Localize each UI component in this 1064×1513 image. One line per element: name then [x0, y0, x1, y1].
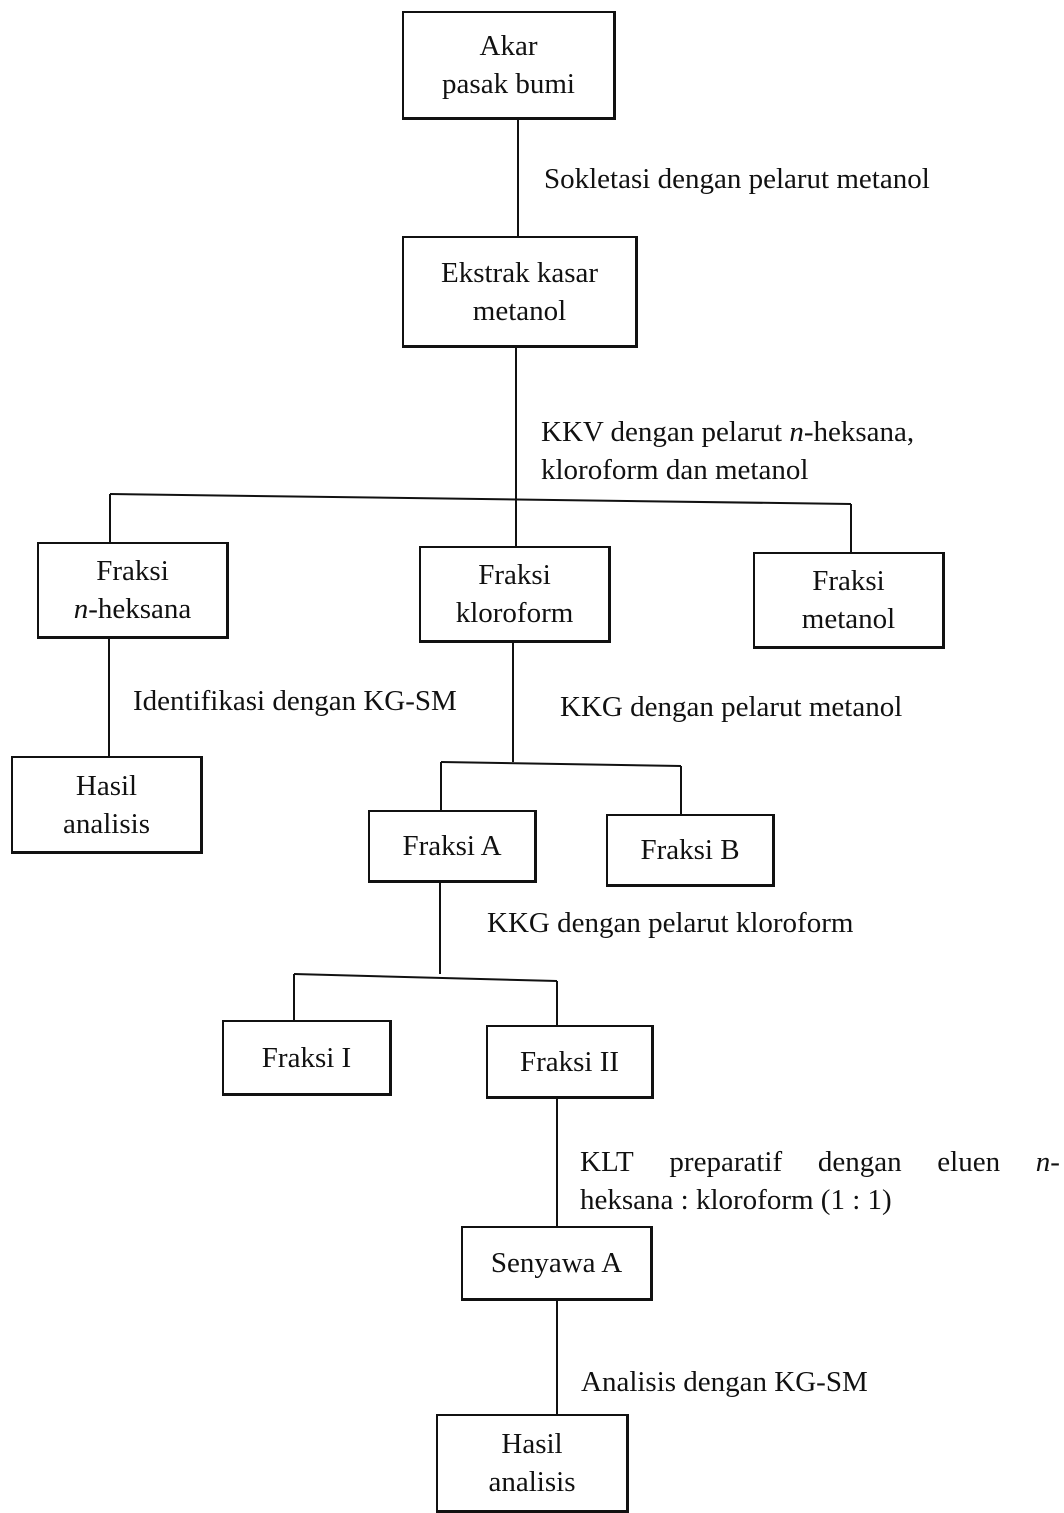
step-identifikasi: Identifikasi dengan KG-SM [133, 685, 457, 717]
line-branch2-horizontal [440, 761, 682, 767]
line-branch3-horizontal [293, 973, 558, 982]
node-fraksi-a-label: Fraksi A [402, 830, 502, 862]
node-fraksi-ii: Fraksi II [486, 1025, 654, 1099]
step-klt-w2: preparatif [669, 1146, 783, 1178]
step-klt-line2: heksana : kloroform (1 : 1) [580, 1184, 892, 1216]
node-fraksi-heksana: Fraksi n-heksana [37, 542, 229, 639]
node-fraksi-a: Fraksi A [368, 810, 537, 883]
node-fraksi-heksana-line2-rest: -heksana [88, 593, 192, 625]
node-fraksi-metanol-line2: metanol [801, 603, 896, 635]
node-ekstrak-kasar: Ekstrak kasar metanol [402, 236, 638, 348]
step-kkv-line1: KKV dengan pelarut n-heksana, [541, 413, 914, 451]
step-klt-w5-rest: - [1050, 1146, 1060, 1178]
node-hasil1-line1: Hasil [75, 769, 138, 802]
node-senyawa-a: Senyawa A [461, 1226, 653, 1301]
node-fraksi-metanol: Fraksi metanol [753, 552, 945, 649]
node-ekstrak-line1: Ekstrak kasar [440, 256, 599, 289]
step-klt-line1: KLT preparatif dengan eluen n- [580, 1143, 1060, 1181]
node-fraksi-b-label: Fraksi B [640, 834, 740, 866]
step-kkv: KKV dengan pelarut n-heksana, kloroform … [541, 413, 914, 489]
step-analisis: Analisis dengan KG-SM [581, 1366, 868, 1398]
step-kkv-line2: kloroform dan metanol [541, 454, 809, 486]
node-fraksi-metanol-line1: Fraksi [812, 565, 885, 597]
node-ekstrak-line2: metanol [472, 294, 567, 327]
node-akar-pasak-bumi: Akar pasak bumi [402, 11, 616, 120]
step-kkv-line1-a: KKV dengan pelarut [541, 416, 790, 448]
node-fraksi-kloroform-line2: kloroform [455, 597, 574, 629]
step-klt: KLT preparatif dengan eluen n- heksana :… [580, 1143, 1060, 1219]
step-klt-w4: eluen [937, 1146, 1001, 1178]
step-klt-w1: KLT [580, 1146, 634, 1178]
node-fraksi-b: Fraksi B [606, 814, 775, 887]
italic-n: n [789, 416, 804, 448]
node-hasil-analisis-1: Hasil analisis [11, 756, 203, 854]
node-fraksi-kloroform-line1: Fraksi [478, 559, 551, 591]
step-kkg-metanol: KKG dengan pelarut metanol [560, 691, 903, 723]
node-akar-line1: Akar [479, 30, 538, 62]
node-fraksi-kloroform: Fraksi kloroform [419, 546, 611, 643]
step-kkg-kloroform: KKG dengan pelarut kloroform [487, 907, 854, 939]
node-hasil2-line1: Hasil [501, 1428, 563, 1460]
italic-n: n [1035, 1146, 1051, 1178]
italic-n: n [73, 593, 89, 625]
step-klt-w3: dengan [817, 1146, 902, 1178]
node-fraksi-i-label: Fraksi I [261, 1041, 352, 1074]
step-sokletasi: Sokletasi dengan pelarut metanol [544, 163, 930, 195]
line-branch-horizontal [109, 493, 852, 505]
node-senyawa-a-label: Senyawa A [490, 1247, 623, 1279]
step-klt-w5: n- [1036, 1143, 1060, 1181]
node-akar-line2: pasak bumi [442, 68, 575, 100]
node-hasil2-line2: analisis [488, 1466, 576, 1498]
node-fraksi-i: Fraksi I [222, 1020, 392, 1096]
step-kkv-line1-b: -heksana, [803, 416, 915, 448]
node-fraksi-heksana-line2: n-heksana [74, 590, 192, 628]
node-fraksi-heksana-line1: Fraksi [96, 555, 169, 587]
node-fraksi-ii-label: Fraksi II [519, 1045, 620, 1078]
node-hasil-analisis-2: Hasil analisis [436, 1414, 629, 1513]
node-hasil1-line2: analisis [63, 807, 150, 840]
